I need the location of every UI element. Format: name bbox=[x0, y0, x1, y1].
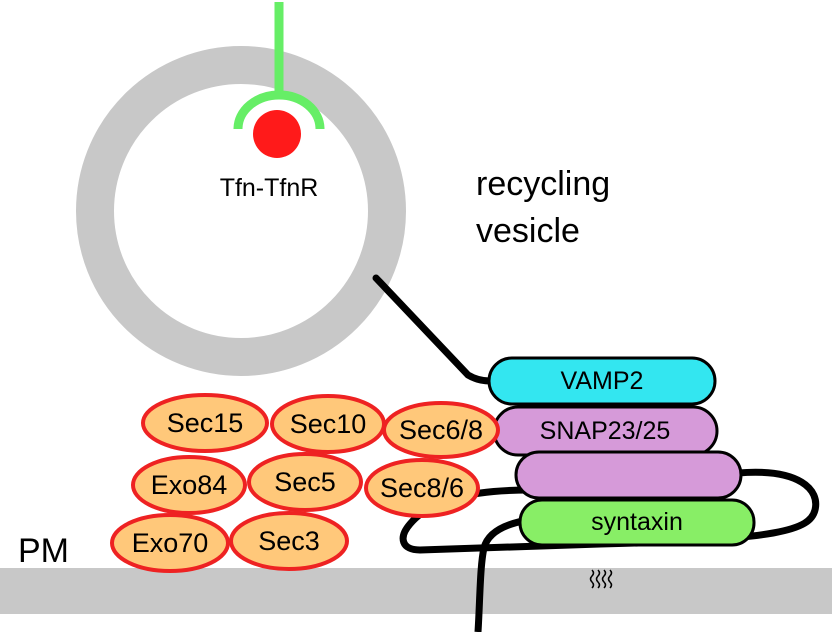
exo70-label: Exo70 bbox=[132, 528, 209, 558]
syntaxin-tmd bbox=[474, 516, 529, 632]
sec15-oval bbox=[141, 393, 269, 453]
sec6-8-oval bbox=[382, 401, 500, 459]
sec5-label: Sec5 bbox=[274, 467, 336, 497]
sec3-label: Sec3 bbox=[258, 526, 320, 556]
vamp2-tail bbox=[372, 274, 494, 385]
transferrin-ball bbox=[253, 110, 301, 158]
receptor-cup bbox=[233, 90, 325, 130]
recycling-vesicle bbox=[76, 46, 406, 376]
sec10-label: Sec10 bbox=[290, 409, 367, 439]
sec15-label: Sec15 bbox=[167, 408, 244, 438]
tfn-tfnr-label: Tfn-TfnR bbox=[220, 174, 319, 202]
vamp2-box bbox=[487, 356, 717, 406]
exocyst-complex: Sec15 Sec10 Sec6/8 Exo84 Sec5 Sec8/6 Exo… bbox=[110, 393, 500, 573]
sec5-oval bbox=[247, 452, 363, 512]
tfn-tfnr-complex bbox=[233, 2, 325, 158]
vamp2-label: VAMP2 bbox=[561, 367, 644, 395]
sec3-oval bbox=[229, 511, 349, 571]
exo84-label: Exo84 bbox=[151, 470, 228, 500]
sec8-6-oval bbox=[364, 458, 480, 518]
vesicle-label-line2: vesicle bbox=[476, 212, 580, 250]
snap-bottom-box bbox=[514, 450, 743, 500]
palmitoyl-anchor-icon bbox=[589, 569, 613, 589]
syntaxin-label: syntaxin bbox=[591, 508, 683, 536]
pm-label: PM bbox=[18, 532, 69, 570]
plasma-membrane bbox=[0, 568, 832, 614]
snap-top-label: SNAP23/25 bbox=[540, 417, 671, 445]
vesicle-label-line1: recycling bbox=[476, 165, 610, 203]
exo70-oval bbox=[110, 513, 230, 573]
syntaxin-box bbox=[518, 498, 756, 547]
sec8-6-label: Sec8/6 bbox=[380, 473, 464, 503]
sec6-8-label: Sec6/8 bbox=[399, 415, 483, 445]
exo84-oval bbox=[131, 455, 247, 515]
